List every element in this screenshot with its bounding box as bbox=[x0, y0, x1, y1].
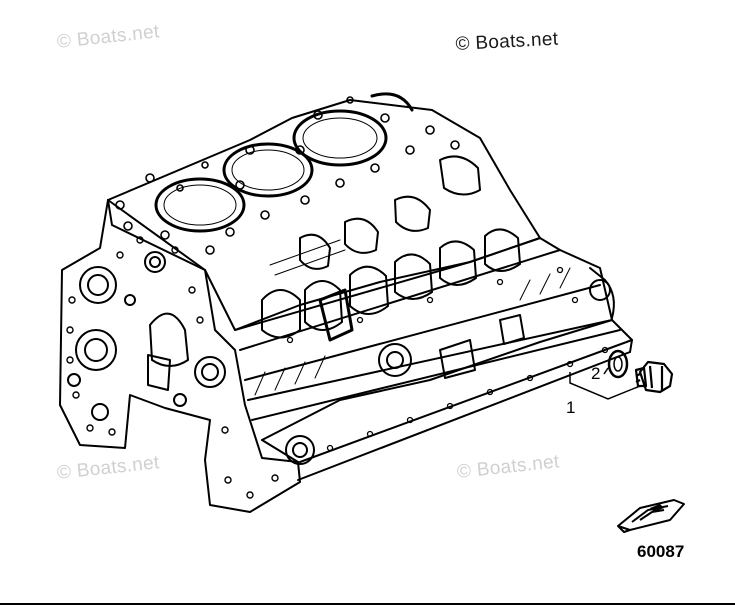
leader-line-part-1 bbox=[569, 372, 641, 400]
callout-part-2[interactable]: 2 bbox=[591, 364, 601, 383]
callout-part-1[interactable]: 1 bbox=[566, 398, 576, 417]
leader-line-part-2 bbox=[603, 367, 609, 375]
figure-number: 60087 bbox=[637, 542, 685, 561]
bottom-border bbox=[0, 603, 735, 605]
